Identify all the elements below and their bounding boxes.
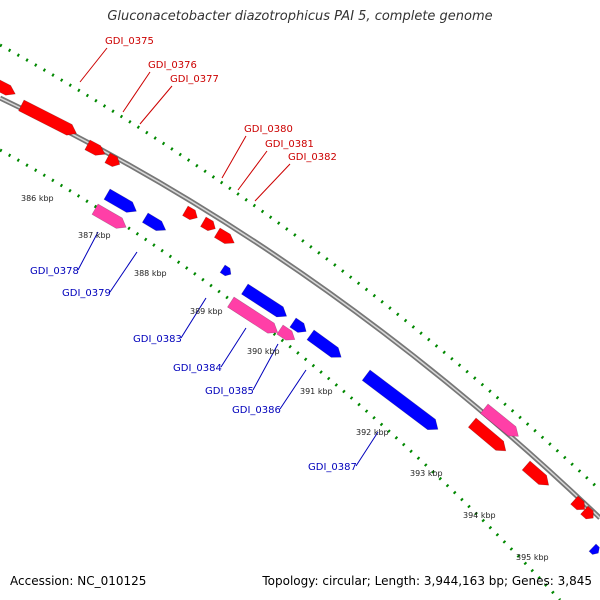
kbp-tick-label: 395 kbp [516, 553, 549, 562]
genome-summary: Topology: circular; Length: 3,944,163 bp… [262, 574, 592, 588]
forward-gene-feature[interactable] [467, 417, 509, 455]
rna-feature[interactable] [276, 324, 298, 344]
forward-label-callout [254, 163, 291, 202]
forward-gene-feature[interactable] [0, 79, 18, 99]
rna-feature[interactable] [480, 403, 522, 441]
forward-label-callout [79, 47, 108, 83]
reverse-label-callout [77, 231, 99, 271]
rna-feature[interactable] [227, 296, 281, 338]
reverse-gene-feature[interactable] [306, 329, 345, 362]
forward-label-callout [221, 135, 247, 179]
forward-gene-feature[interactable] [521, 460, 553, 490]
kbp-tick-label: 393 kbp [410, 469, 443, 478]
forward-label-callout [122, 71, 151, 113]
reverse-gene-label[interactable]: GDI_0378 [30, 266, 79, 277]
reverse-gene-feature[interactable] [289, 317, 309, 336]
forward-label-callout [237, 150, 268, 191]
reverse-label-callout [279, 369, 307, 410]
kbp-tick-label: 387 kbp [78, 231, 111, 240]
kbp-tick-label: 386 kbp [21, 194, 54, 203]
reverse-gene-label[interactable]: GDI_0384 [173, 363, 222, 374]
reverse-gene-label[interactable]: GDI_0387 [308, 462, 357, 473]
forward-gene-label[interactable]: GDI_0375 [105, 36, 154, 47]
forward-gene-label[interactable]: GDI_0381 [265, 139, 314, 150]
reverse-gene-feature[interactable] [103, 188, 139, 216]
kbp-tick-label: 392 kbp [356, 428, 389, 437]
reverse-gene-label[interactable]: GDI_0386 [232, 405, 281, 416]
tick-labels: 386 kbp 387 kbp 388 kbp 389 kbp 390 kbp 391 k… [21, 194, 549, 562]
kbp-tick-label: 390 kbp [247, 347, 280, 356]
reverse-label-callout [180, 297, 207, 339]
reverse-gene-label[interactable]: GDI_0383 [133, 334, 182, 345]
reverse-label-callout [109, 251, 138, 293]
reverse-gene-feature[interactable] [219, 264, 233, 278]
map-title: Gluconacetobacter diazotrophicus PAI 5, … [107, 9, 493, 24]
forward-gene-feature[interactable] [182, 205, 201, 223]
kbp-tick-label: 391 kbp [300, 387, 333, 396]
kbp-tick-label: 388 kbp [134, 269, 167, 278]
forward-gene-feature[interactable] [570, 495, 589, 514]
forward-gene-feature[interactable] [213, 227, 237, 248]
reverse-gene-feature[interactable] [241, 283, 289, 321]
reverse-label-callout [355, 431, 379, 467]
forward-gene-label[interactable]: GDI_0380 [244, 124, 293, 135]
inner-tick-ring [0, 148, 562, 600]
accession-text: Accession: NC_010125 [10, 574, 147, 588]
rna-feature[interactable] [91, 203, 129, 232]
gene-features [0, 79, 600, 557]
reverse-gene-label[interactable]: GDI_0385 [205, 386, 254, 397]
forward-gene-label[interactable]: GDI_0377 [170, 74, 219, 85]
forward-gene-feature[interactable] [104, 152, 123, 169]
reverse-gene-label[interactable]: GDI_0379 [62, 288, 111, 299]
reverse-label-callout [220, 327, 247, 368]
forward-gene-feature[interactable] [84, 139, 108, 159]
kbp-tick-label: 394 kbp [463, 511, 496, 520]
forward-gene-feature[interactable] [200, 216, 219, 234]
reverse-gene-feature[interactable] [588, 543, 600, 557]
reverse-gene-feature[interactable] [141, 212, 168, 235]
forward-gene-feature[interactable] [580, 505, 597, 522]
label-callouts: GDI_0375GDI_0376GDI_0377GDI_0380GDI_0381… [30, 36, 379, 473]
forward-label-callout [139, 85, 173, 125]
kbp-tick-label: 389 kbp [190, 307, 223, 316]
forward-gene-feature[interactable] [18, 99, 80, 139]
forward-gene-label[interactable]: GDI_0376 [148, 60, 197, 71]
forward-gene-label[interactable]: GDI_0382 [288, 152, 337, 163]
reverse-gene-feature[interactable] [361, 369, 442, 435]
reverse-label-callout [252, 343, 279, 391]
